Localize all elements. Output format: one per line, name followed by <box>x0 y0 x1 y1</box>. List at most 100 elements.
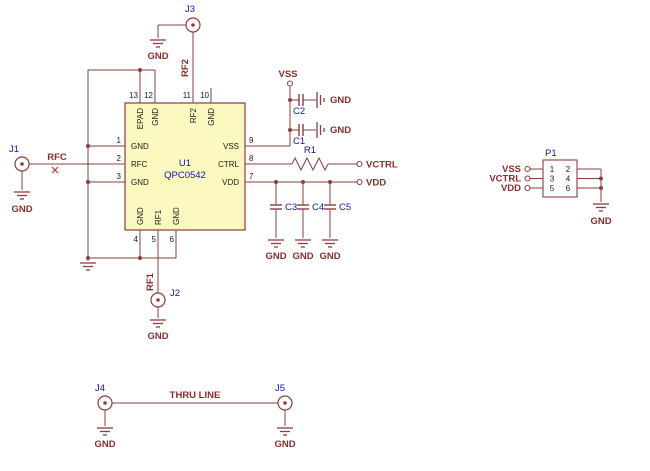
capacitor-refdes: C3 <box>285 202 297 213</box>
pin-number: 3 <box>550 175 555 184</box>
capacitor-refdes: C4 <box>312 202 324 213</box>
capacitor-refdes: C2 <box>293 106 305 117</box>
capacitor-symbol[interactable] <box>298 123 304 137</box>
header-port-terminal[interactable] <box>524 165 531 173</box>
pin-number: 1 <box>550 165 555 174</box>
coax-connector-symbol[interactable] <box>277 395 293 411</box>
capacitor-symbol[interactable] <box>323 204 337 210</box>
pin-number: 2 <box>566 165 571 174</box>
capacitor-refdes: C1 <box>293 136 305 147</box>
pin-number: 6 <box>170 235 175 244</box>
pin-name: CTRL <box>218 160 239 169</box>
pin-name: RF1 <box>154 209 163 225</box>
connector-refdes: J2 <box>170 288 180 299</box>
resistor-refdes: R1 <box>304 145 316 156</box>
net-label-gnd: GND <box>330 125 351 136</box>
capacitor-symbol[interactable] <box>269 204 283 210</box>
resistor-symbol[interactable] <box>291 156 329 172</box>
coax-connector-symbol[interactable] <box>150 292 166 308</box>
vctrl-port-terminal[interactable] <box>356 160 363 168</box>
net-label-vctrl: VCTRL <box>489 174 521 185</box>
capacitor-symbol[interactable] <box>296 204 310 210</box>
capacitor-c3[interactable]: C3 GND <box>265 182 297 262</box>
pin-number: 5 <box>550 184 555 193</box>
pin-name: VDD <box>222 178 239 187</box>
pin-number: 4 <box>134 235 139 244</box>
junction-dot <box>138 256 142 260</box>
capacitor-symbol[interactable] <box>298 93 304 107</box>
net-vdd: VDD <box>263 178 386 189</box>
ground-symbol <box>13 191 31 200</box>
header-p1[interactable]: P1 1 2 3 4 5 6 VSS VCTRL VDD GND <box>489 148 611 227</box>
net-label-gnd: GND <box>292 251 313 262</box>
pin-number: 8 <box>249 154 254 163</box>
connector-j2[interactable]: J2 GND <box>147 288 180 342</box>
connector-refdes: J4 <box>95 383 105 394</box>
ground-symbol <box>294 239 312 248</box>
net-label-gnd: GND <box>274 439 295 450</box>
net-label-vdd: VDD <box>366 178 386 189</box>
capacitor-refdes: C5 <box>339 202 351 213</box>
net-label-vctrl: VCTRL <box>366 160 398 171</box>
coax-connector-symbol[interactable] <box>185 17 201 33</box>
ground-symbol <box>316 91 325 109</box>
pin-number: 7 <box>249 172 254 181</box>
capacitor-c1[interactable]: C1 GND <box>293 121 351 147</box>
net-label-gnd: GND <box>590 216 611 227</box>
capacitor-c5[interactable]: C5 GND <box>319 182 351 262</box>
header-port-terminal[interactable] <box>524 184 531 192</box>
pin-number: 5 <box>152 235 157 244</box>
net-label-vss: VSS <box>278 69 297 80</box>
net-thru-line: THRU LINE <box>112 390 278 404</box>
net-label-vdd: VDD <box>501 183 521 194</box>
pin-number: 1 <box>117 136 122 145</box>
ic-u1[interactable]: U1 QPC0542 1 2 3 GND RFC GND 9 8 7 VSS C… <box>107 88 263 245</box>
coax-connector-symbol[interactable] <box>14 156 30 172</box>
net-rf1: RF1 <box>145 245 159 293</box>
header-body[interactable] <box>542 159 578 198</box>
no-erc-marker <box>51 166 59 174</box>
pin-number: 2 <box>117 154 122 163</box>
ic-body[interactable] <box>124 102 246 231</box>
pin-number: 3 <box>117 172 122 181</box>
pin-name: GND <box>207 108 216 126</box>
connector-refdes: J5 <box>275 383 285 394</box>
net-vctrl: VCTRL <box>263 160 398 171</box>
net-label-gnd: GND <box>265 251 286 262</box>
vdd-port-terminal[interactable] <box>356 178 363 186</box>
junction-dot <box>599 186 603 190</box>
ground-symbol <box>316 121 325 139</box>
connector-j4[interactable]: J4 GND <box>94 383 115 450</box>
connector-j1[interactable]: J1 GND <box>9 144 33 215</box>
net-label-gnd: GND <box>94 439 115 450</box>
wire <box>157 24 186 38</box>
ground-symbol <box>149 39 167 48</box>
junction-dot <box>288 128 292 132</box>
net-label-gnd: GND <box>319 251 340 262</box>
net-label-gnd: GND <box>330 95 351 106</box>
ground-symbol <box>267 239 285 248</box>
connector-j5[interactable]: J5 GND <box>274 383 295 450</box>
pin-number: 12 <box>144 91 153 100</box>
capacitor-c4[interactable]: C4 GND <box>292 182 324 262</box>
resistor-r1[interactable]: R1 <box>291 145 329 172</box>
connector-refdes: J1 <box>9 144 19 155</box>
net-rfc: RFC <box>29 152 107 174</box>
junction-dot <box>138 68 142 72</box>
net-label-vss: VSS <box>502 164 521 175</box>
junction-dot <box>86 144 90 148</box>
capacitor-c2[interactable]: C2 GND <box>293 91 351 117</box>
coax-connector-symbol[interactable] <box>97 395 113 411</box>
net-label-rf1: RF1 <box>145 272 156 291</box>
pin-name: GND <box>151 108 160 126</box>
vss-port-terminal[interactable] <box>286 80 294 87</box>
pin-name: EPAD <box>136 108 145 129</box>
header-refdes: P1 <box>545 148 557 159</box>
net-label-gnd: GND <box>147 331 168 342</box>
pin-number: 10 <box>200 91 209 100</box>
pin-number: 4 <box>566 175 571 184</box>
pin-name: GND <box>136 207 145 225</box>
connector-j3[interactable]: J3 GND <box>147 4 201 62</box>
header-port-terminal[interactable] <box>524 175 531 182</box>
